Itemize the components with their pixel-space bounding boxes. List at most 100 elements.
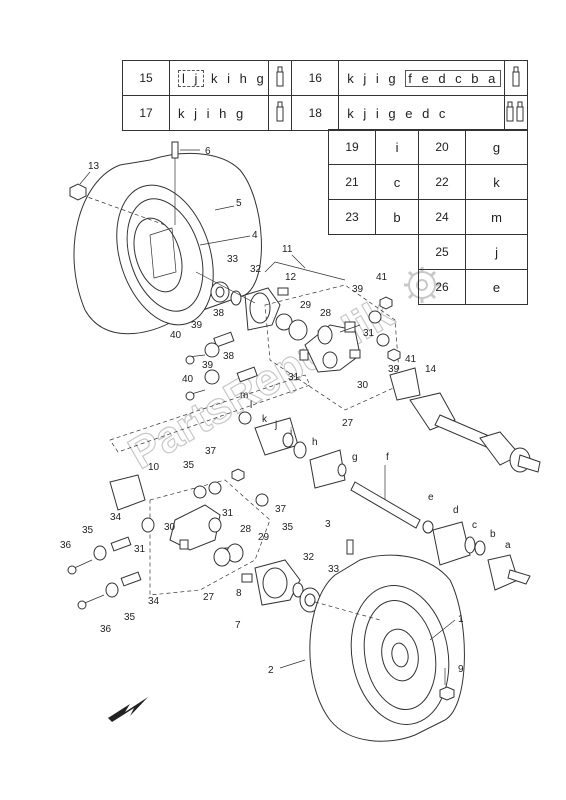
callout-31-c: 31 (222, 508, 234, 519)
callout-35-b: 35 (82, 525, 94, 536)
part-ref: 21 (328, 164, 376, 200)
callout-31-a: 31 (363, 328, 375, 339)
callout-37-b: 37 (275, 504, 287, 515)
callout-39-a: 39 (191, 320, 203, 331)
callout-29-upper: 29 (300, 300, 312, 311)
valve-stem (171, 141, 200, 159)
upper-boot-kit (238, 411, 347, 489)
callout-39-d: 39 (388, 364, 400, 375)
callout-36-a: 36 (60, 540, 72, 551)
part-ref: 25 (418, 234, 467, 270)
callout-11: 11 (282, 244, 293, 255)
callout-2: 2 (268, 665, 274, 676)
callout-36-b: 36 (100, 624, 112, 635)
callout-4: 4 (252, 230, 258, 241)
upper-right-fasteners (368, 296, 401, 362)
part-code: k (465, 164, 528, 200)
callout-7: 7 (235, 620, 241, 631)
part-code: b (374, 199, 420, 235)
kit-codes: k j i g e d c (338, 95, 505, 131)
upper-wheel (73, 152, 262, 335)
callout-41-b: 41 (405, 354, 417, 365)
grease-tube-icon (504, 95, 528, 131)
part-ref: 19 (328, 129, 376, 165)
part-code: e (465, 269, 528, 305)
callout-38-a: 38 (213, 308, 225, 319)
callout-13: 13 (88, 161, 100, 172)
kit-ref: 15 (122, 60, 170, 96)
callout-labels: 1 2 3 4 5 6 7 8 9 10 11 12 13 14 27 27 2… (60, 146, 511, 676)
callout-28-lower: 28 (240, 524, 252, 535)
part-code: c (374, 164, 420, 200)
kit-ref: 16 (291, 60, 340, 96)
callout-40-b: 40 (182, 374, 194, 385)
callout-c: c (472, 520, 477, 531)
kit-contents-table: 15 l j k i h g 16 k j i g f e d c b a 17… (122, 60, 528, 131)
callout-a: a (505, 540, 511, 551)
callout-34-a: 34 (110, 512, 122, 523)
upper-drive-shaft (389, 367, 541, 473)
callout-35-d: 35 (124, 612, 136, 623)
callout-i: i (290, 427, 292, 438)
callout-32-upper: 32 (250, 264, 262, 275)
callout-b: b (490, 529, 496, 540)
lower-pins (67, 517, 155, 610)
kit-codes: k j i h g (168, 95, 270, 131)
empty-cell (329, 270, 376, 305)
callout-d: d (453, 505, 459, 516)
callout-30-lower: 30 (164, 522, 176, 533)
dashed-codes: l j (178, 69, 205, 87)
callout-e: e (428, 492, 434, 503)
callout-6: 6 (205, 146, 211, 157)
part-code: m (465, 199, 528, 235)
wheel-nut-upper (69, 171, 91, 201)
callout-39-c: 39 (352, 284, 364, 295)
callout-35-a: 35 (183, 460, 195, 471)
callout-37-a: 37 (205, 446, 217, 457)
part-code: g (465, 129, 528, 165)
callout-38-b: 38 (223, 351, 235, 362)
callout-31-b: 31 (288, 372, 300, 383)
inner-shaft (350, 465, 421, 529)
empty-cell (376, 270, 419, 305)
outer-cv-joint (422, 520, 531, 591)
table-row: 17 k j i h g 18 k j i g e d c (122, 95, 528, 131)
callout-33-lower: 33 (328, 564, 340, 575)
part-ref: 23 (328, 199, 376, 235)
part-ref: 22 (418, 164, 467, 200)
part-ref: 20 (418, 129, 467, 165)
kit-codes: k j i g f e d c b a (338, 60, 505, 96)
callout-28-upper: 28 (320, 308, 332, 319)
callout-29-lower: 29 (258, 532, 270, 543)
grease-tube-icon (268, 95, 293, 131)
kit-ref: 18 (291, 95, 340, 131)
part-code: i (374, 129, 420, 165)
callout-10: 10 (148, 462, 160, 473)
part-ref: 26 (418, 269, 467, 305)
grease-tube-icon (268, 60, 293, 96)
callout-34-b: 34 (148, 596, 160, 607)
callout-5: 5 (236, 198, 242, 209)
boxed-codes: f e d c b a (405, 69, 502, 87)
callout-1: 1 (458, 614, 464, 625)
kit-ref: 17 (122, 95, 170, 131)
callout-9: 9 (458, 664, 464, 675)
upper-knuckle-assembly (264, 261, 401, 411)
empty-cell (329, 235, 376, 270)
callout-f: f (386, 452, 389, 463)
table-row: 21 c 22 k (328, 164, 528, 200)
single-parts-table: 19 i 20 g 21 c 22 k 23 b 24 m 25 j 26 e (328, 129, 528, 305)
codes-text: k i h g (211, 70, 267, 86)
direction-arrow-icon (108, 697, 148, 722)
callout-39-b: 39 (202, 360, 214, 371)
callout-l: l (250, 400, 252, 411)
callout-3: 3 (325, 519, 331, 530)
table-row: 26 e (329, 269, 528, 305)
grease-tube-icon (504, 60, 528, 96)
callout-32-lower: 32 (303, 552, 315, 563)
callout-8: 8 (236, 588, 242, 599)
callout-30-upper: 30 (357, 380, 369, 391)
table-row: 15 l j k i h g 16 k j i g f e d c b a (122, 60, 528, 96)
callout-27-upper: 27 (342, 418, 354, 429)
